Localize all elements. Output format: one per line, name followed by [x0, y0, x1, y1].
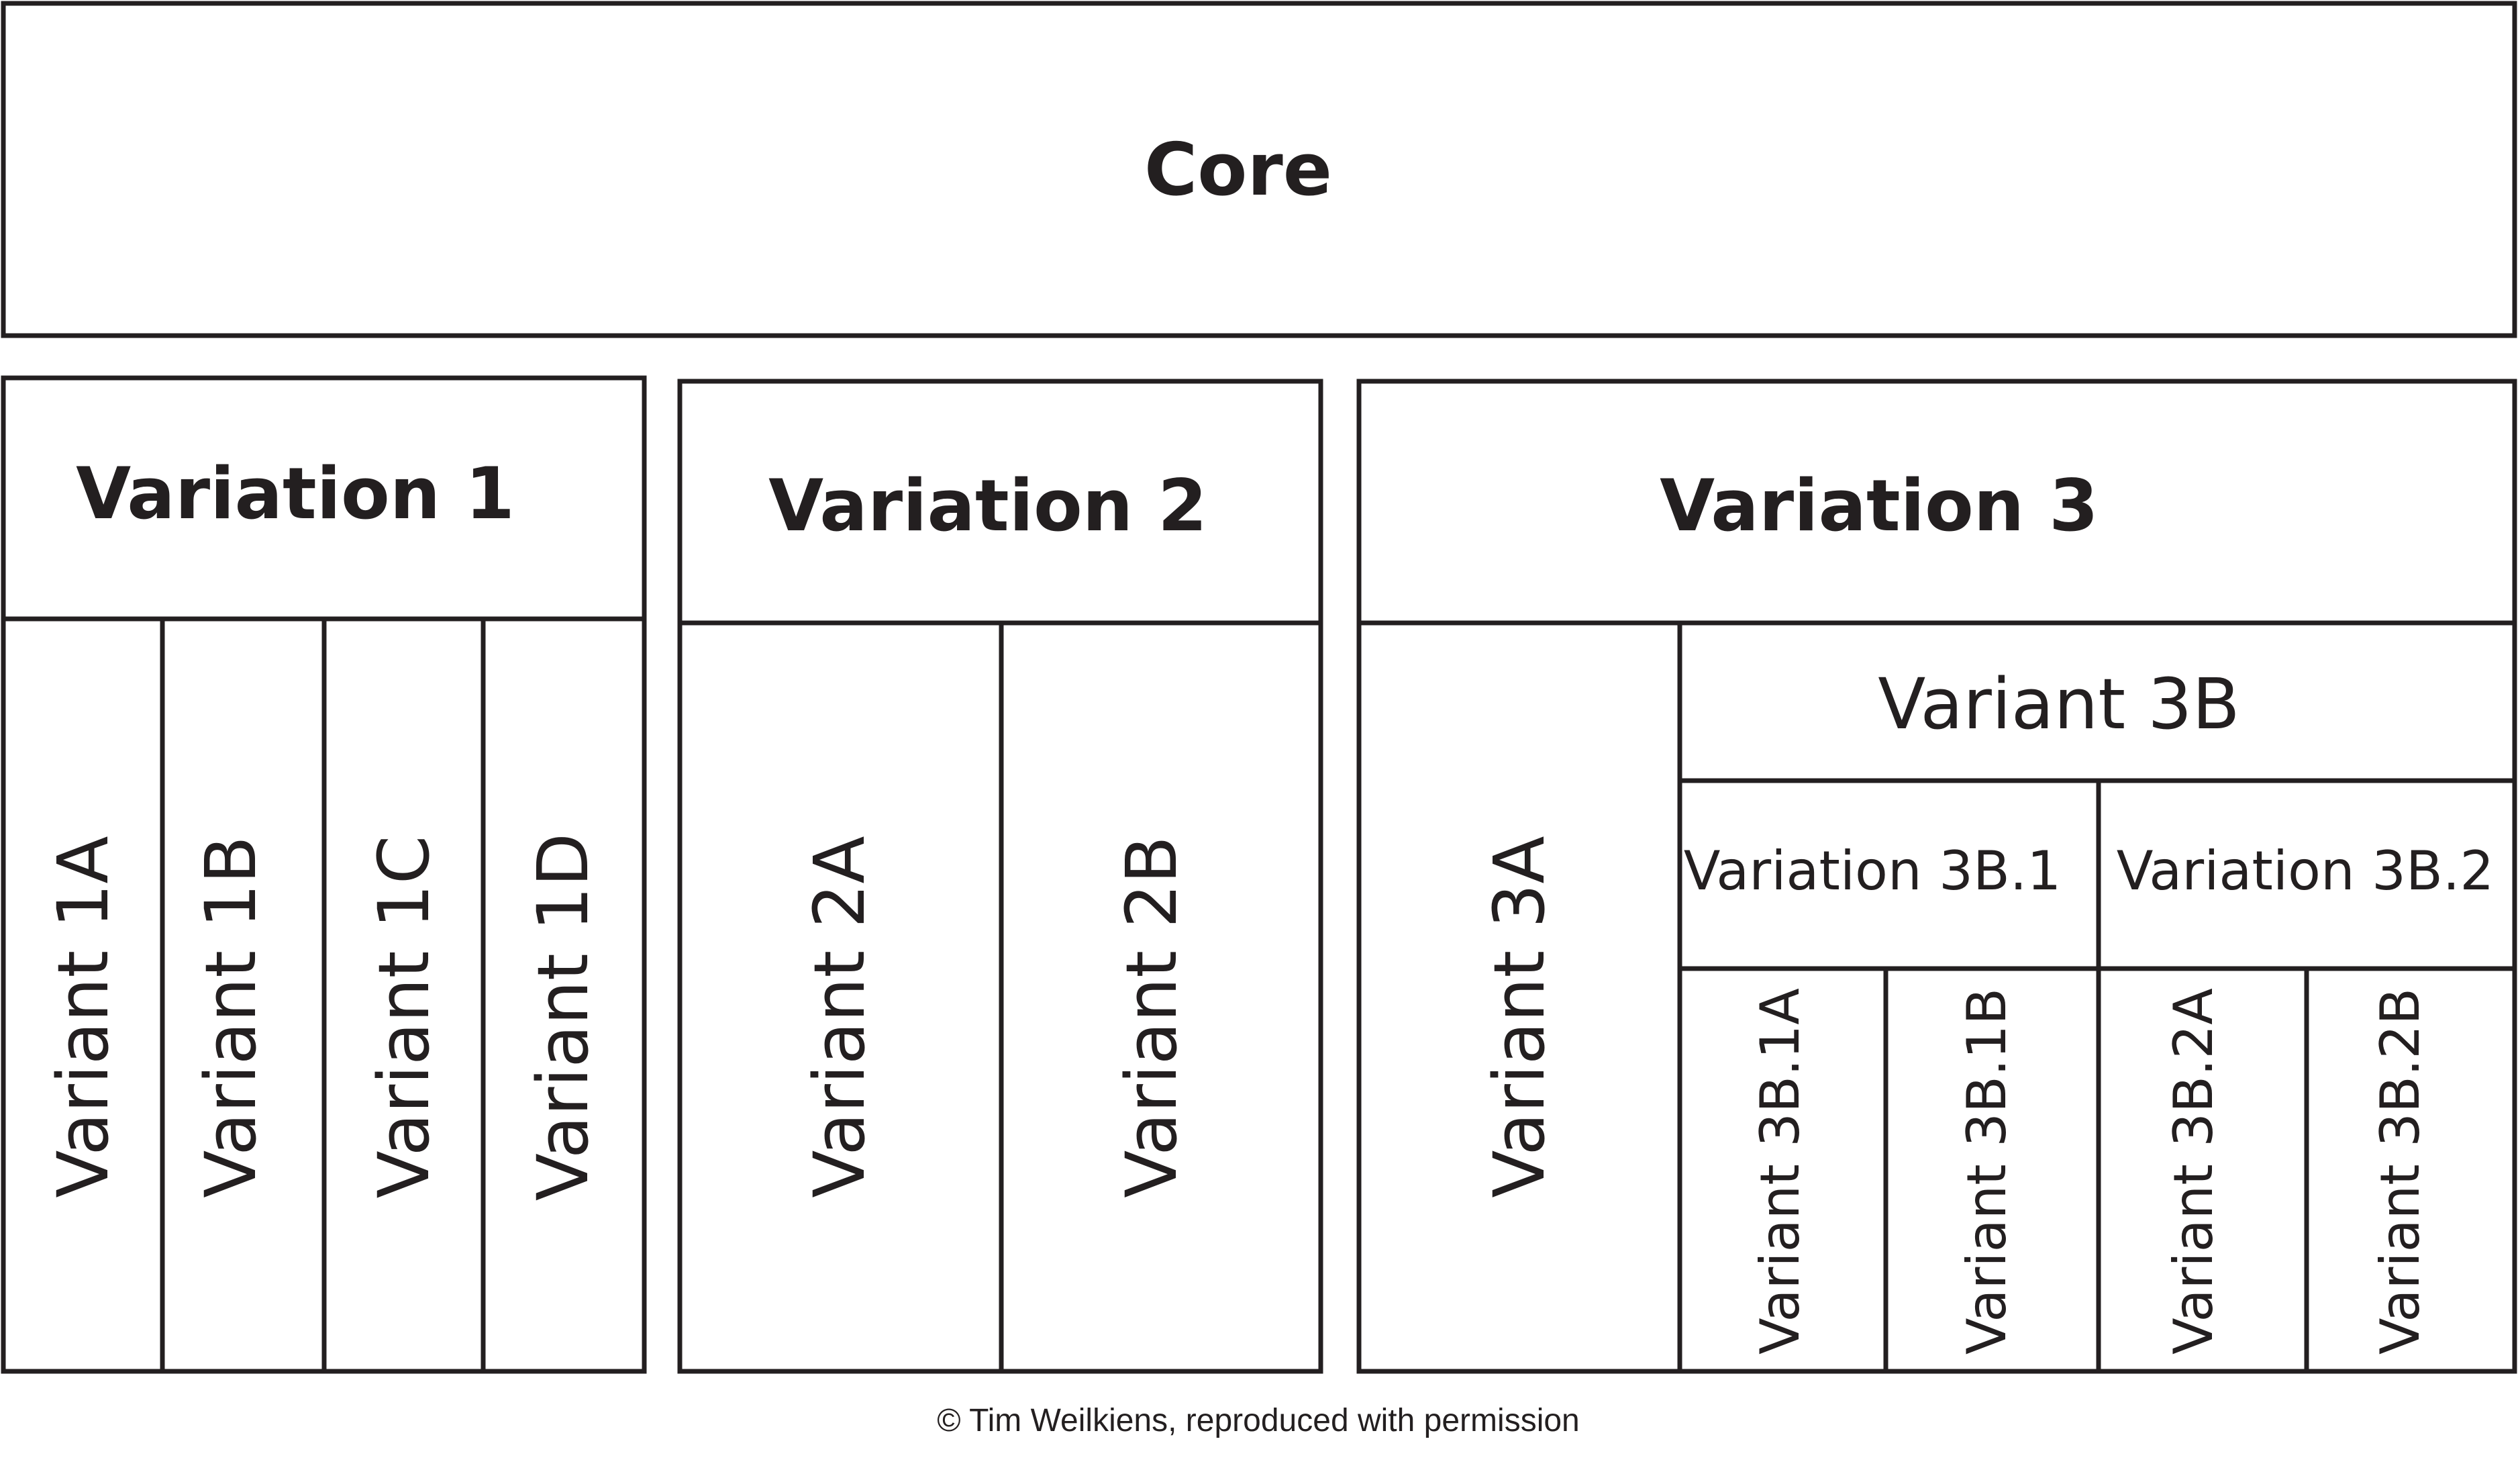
- variation-2-block: Variation 2 Variant 2A Variant 2B: [677, 379, 1323, 1374]
- core-label: Core: [1144, 128, 1332, 212]
- variation-3-label: Variation 3: [1660, 464, 2099, 547]
- variant-3b2b-label: Variant 3B.2B: [2369, 988, 2431, 1355]
- copyright-credit: © Tim Weilkiens, reproduced with permiss…: [937, 1403, 1580, 1438]
- variation-3b1-label: Variation 3B.1: [1684, 840, 2061, 902]
- variant-1d-label: Variant 1D: [522, 833, 604, 1201]
- variant-3b2a-label: Variant 3B.2A: [2162, 988, 2225, 1355]
- variation-2-label: Variation 2: [768, 464, 1207, 547]
- variation-3-block: Variation 3 Variant 3A Variant 3B Variat…: [1356, 379, 2517, 1374]
- variant-2b-label: Variant 2B: [1111, 836, 1193, 1197]
- core-block: Core: [1, 1, 2517, 338]
- variant-2a-label: Variant 2A: [799, 836, 880, 1197]
- variation-1-label: Variation 1: [76, 452, 515, 535]
- variant-1c-label: Variant 1C: [363, 836, 445, 1199]
- variant-3b1a-label: Variant 3B.1A: [1749, 988, 1811, 1355]
- variant-3a-label: Variant 3A: [1478, 836, 1560, 1197]
- variation-1-block: Variation 1 Variant 1A Variant 1B Varian…: [1, 375, 647, 1374]
- variant-3b-block: Variant 3B Variation 3B.1 Variation 3B.2…: [1680, 663, 2515, 1371]
- variant-3b-label: Variant 3B: [1878, 663, 2239, 745]
- variant-1b-label: Variant 1B: [190, 836, 272, 1197]
- variation-3b2-label: Variation 3B.2: [2117, 840, 2494, 902]
- variant-3b1b-label: Variant 3B.1B: [1956, 988, 2018, 1355]
- variant-1a-label: Variant 1A: [42, 836, 124, 1197]
